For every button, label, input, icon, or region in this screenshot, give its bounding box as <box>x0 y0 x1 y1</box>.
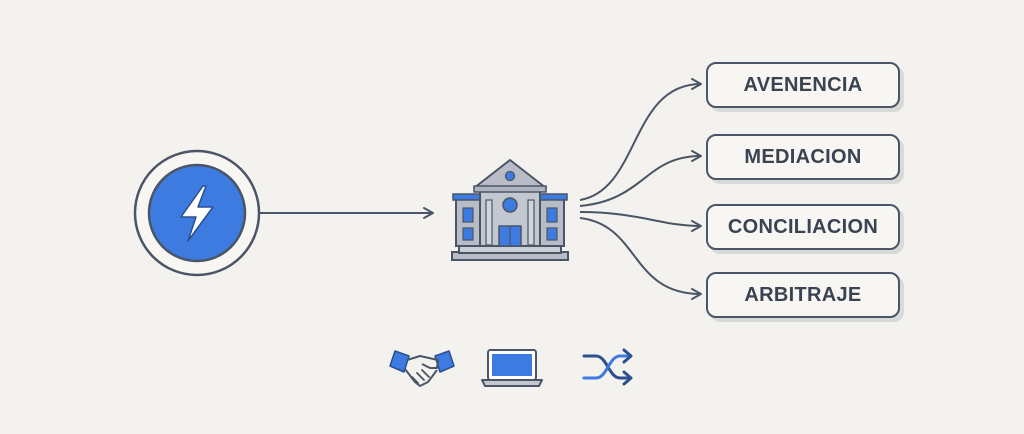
handshake-icon <box>389 350 455 387</box>
branch-arrow-3 <box>579 211 702 232</box>
branch-arrow-4 <box>579 217 702 300</box>
option-label: CONCILIACION <box>727 215 879 238</box>
branch-arrow-1 <box>579 78 702 201</box>
option-arbitraje: ARBITRAJE <box>706 272 900 318</box>
option-avenencia: AVENENCIA <box>706 62 900 108</box>
option-conciliacion: CONCILIACION <box>706 204 900 250</box>
option-label: ARBITRAJE <box>744 283 862 306</box>
branch-arrows <box>579 78 702 300</box>
courthouse-building-icon <box>451 159 569 261</box>
lightning-bolt-icon <box>133 149 261 277</box>
option-label: MEDIACION <box>744 145 862 168</box>
option-label: AVENENCIA <box>743 73 863 96</box>
option-mediacion: MEDIACION <box>706 134 900 180</box>
shuffle-icon <box>582 348 633 386</box>
branch-arrow-2 <box>579 150 702 207</box>
laptop-icon <box>481 349 543 387</box>
